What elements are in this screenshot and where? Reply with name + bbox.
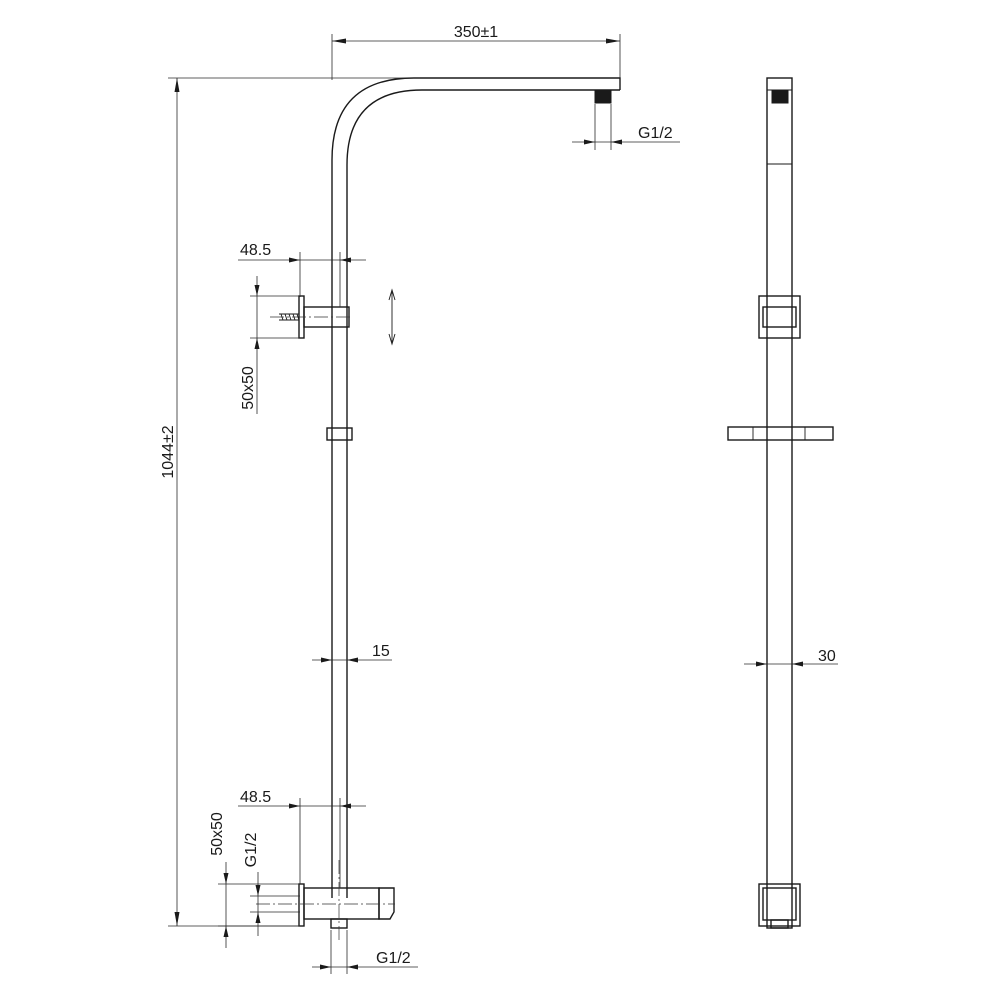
dim-total-height: 1044±2 <box>160 77 420 927</box>
front-view <box>256 77 621 940</box>
dim-upper-plate-label: 50x50 <box>240 366 257 410</box>
upper-wall-screw <box>279 313 300 321</box>
dim-pipe-front: 15 <box>312 643 392 663</box>
dimension-lines: 350±1 G1/2 1044±2 48.5 <box>160 24 838 974</box>
dim-arm-length-label: 350±1 <box>454 24 498 41</box>
riser-pipe-inner-edge <box>346 89 620 898</box>
dim-bottom-outlet: G1/2 <box>312 930 418 974</box>
dim-upper-offset: 48.5 <box>238 242 366 307</box>
dim-bottom-outlet-label: G1/2 <box>376 950 411 967</box>
dim-lower-offset-label: 48.5 <box>240 789 271 806</box>
side-view <box>727 77 834 929</box>
lower-inlet-body <box>256 860 395 940</box>
lower-wall-plate <box>298 883 305 927</box>
upper-wall-bracket <box>270 295 350 339</box>
dim-pipe-side-label: 30 <box>818 648 836 665</box>
dim-lower-inlet: G1/2 <box>243 833 300 936</box>
side-head-outlet <box>771 89 789 104</box>
diverter-block <box>378 887 395 920</box>
dim-lower-plate-label: 50x50 <box>209 812 226 856</box>
side-sliding-holder <box>727 426 834 441</box>
adjustment-arrow <box>388 288 396 346</box>
dim-arm-length: 350±1 <box>331 24 621 80</box>
lower-bracket-arm <box>303 887 380 920</box>
riser-pipe-outer-edge <box>331 77 621 898</box>
dim-pipe-front-label: 15 <box>372 643 390 660</box>
side-pipe <box>766 77 793 929</box>
side-upper-bracket <box>758 295 801 339</box>
dim-top-outlet: G1/2 <box>572 104 680 150</box>
side-lower-bracket <box>758 883 801 929</box>
top-outlet-nut <box>594 89 612 104</box>
dim-upper-offset-label: 48.5 <box>240 242 271 259</box>
sliding-holder <box>326 427 353 441</box>
dim-pipe-side: 30 <box>744 648 838 667</box>
dim-total-height-label: 1044±2 <box>160 425 177 478</box>
dim-upper-plate: 50x50 <box>240 276 300 414</box>
dim-lower-plate: 50x50 <box>209 812 300 948</box>
dim-top-outlet-label: G1/2 <box>638 125 673 142</box>
dim-lower-offset: 48.5 <box>238 789 366 888</box>
dim-lower-inlet-label: G1/2 <box>243 833 260 868</box>
